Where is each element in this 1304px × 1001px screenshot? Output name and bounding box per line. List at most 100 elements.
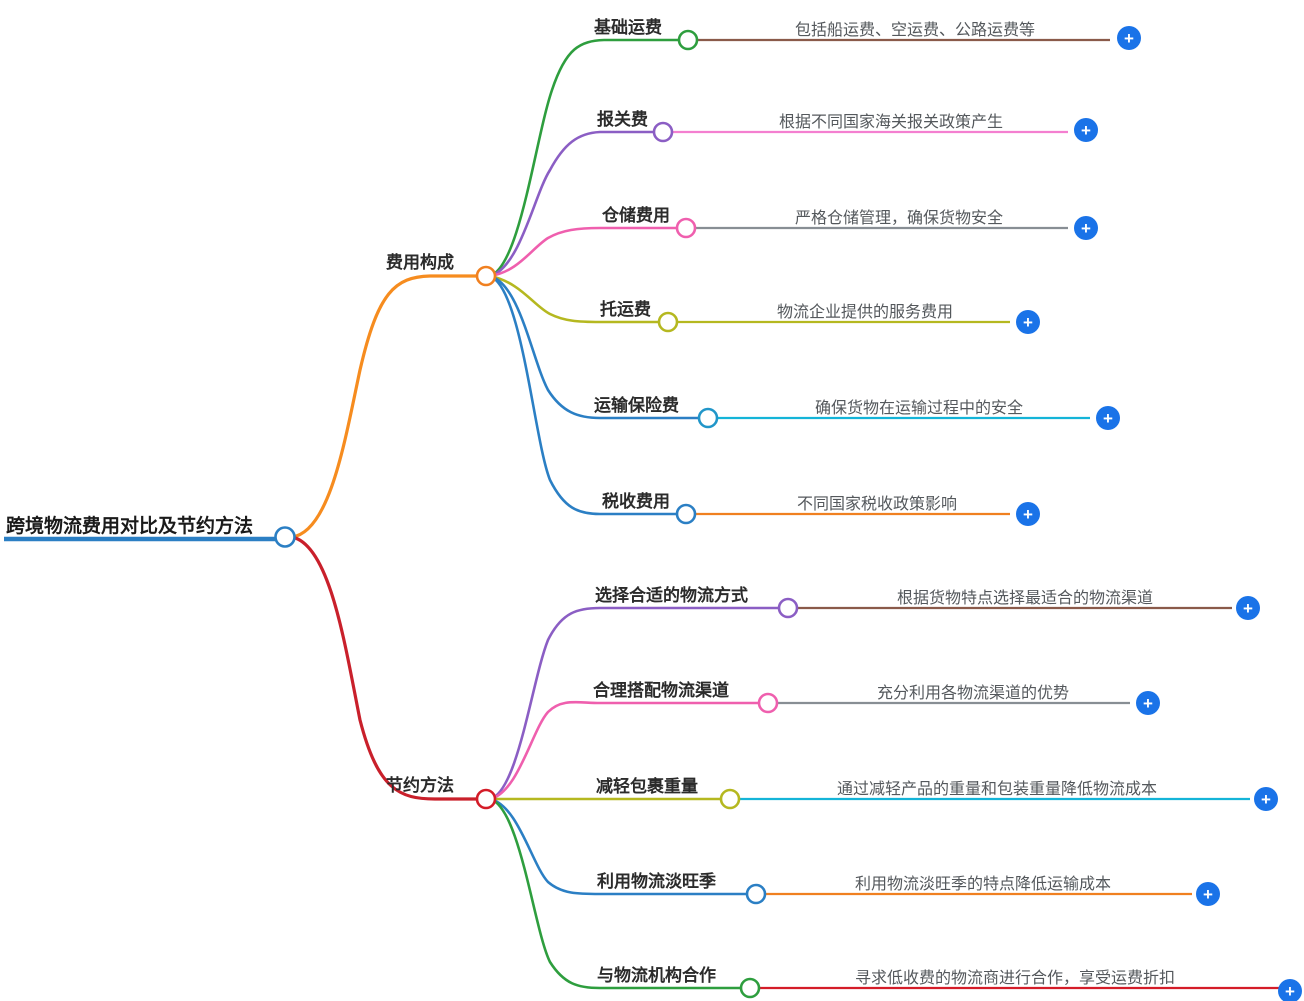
expand-button-circle-1-1[interactable]: [1136, 691, 1160, 715]
plus-icon: +: [1081, 121, 1091, 140]
branch-label-1: 节约方法: [386, 775, 454, 795]
leaf-desc-0-2: 严格仓储管理，确保货物安全: [795, 209, 1003, 227]
leaf-label-0-1: 报关费: [597, 109, 648, 129]
leaf-node-0-1[interactable]: 报关费 根据不同国家海关报关政策产生 +: [597, 109, 1098, 143]
leaf-node-circle-0-5[interactable]: [675, 503, 697, 525]
plus-icon: +: [1023, 313, 1033, 332]
branch-path-0-4: [488, 274, 702, 420]
leaf-label-0-3: 托运费: [600, 299, 651, 319]
trunk-path-1: [290, 535, 492, 801]
expand-button-circle-0-5[interactable]: [1016, 502, 1040, 526]
leaf-desc-0-5: 不同国家税收政策影响: [797, 495, 957, 513]
leaf-node-1-3[interactable]: 利用物流淡旺季 利用物流淡旺季的特点降低运输成本 +: [597, 871, 1220, 906]
root-node[interactable]: 跨境物流费用对比及节约方法: [4, 514, 296, 548]
leaf-node-0-0[interactable]: 基础运费 包括船运费、空运费、公路运费等 +: [593, 17, 1141, 51]
branch-node-1[interactable]: 节约方法: [386, 775, 497, 810]
expand-button-0-2[interactable]: +: [1074, 216, 1098, 240]
leaf-label-1-3: 利用物流淡旺季: [597, 871, 716, 891]
root-label: 跨境物流费用对比及节约方法: [6, 514, 253, 537]
root-node-circle[interactable]: [274, 526, 296, 548]
leaf-node-circle-1-1[interactable]: [757, 692, 779, 714]
leaf-desc-0-3: 物流企业提供的服务费用: [777, 303, 953, 321]
leaf-label-1-4: 与物流机构合作: [597, 965, 716, 985]
leaf-node-0-4[interactable]: 运输保险费 确保货物在运输过程中的安全 +: [594, 395, 1120, 430]
plus-icon: +: [1103, 409, 1113, 428]
expand-button-0-4[interactable]: +: [1096, 406, 1120, 430]
leaf-desc-1-1: 充分利用各物流渠道的优势: [877, 684, 1069, 702]
expand-button-1-4[interactable]: +: [1278, 979, 1302, 1001]
expand-button-1-3[interactable]: +: [1196, 882, 1220, 906]
expand-button-circle-0-2[interactable]: [1074, 216, 1098, 240]
leaf-node-circle-1-0[interactable]: [777, 597, 799, 619]
leaf-node-circle-1-4[interactable]: [739, 977, 761, 999]
leaf-node-circle-0-4[interactable]: [697, 407, 719, 429]
expand-button-circle-0-3[interactable]: [1016, 310, 1040, 334]
plus-icon: +: [1124, 29, 1134, 48]
expand-button-circle-0-4[interactable]: [1096, 406, 1120, 430]
expand-button-circle-1-2[interactable]: [1254, 787, 1278, 811]
plus-icon: +: [1203, 885, 1213, 904]
branch-connectors: [488, 38, 782, 990]
expand-button-0-0[interactable]: +: [1117, 26, 1141, 50]
trunk-path-0: [290, 274, 492, 539]
expand-button-circle-1-3[interactable]: [1196, 882, 1220, 906]
branch-label-0: 费用构成: [386, 252, 454, 272]
branch-path-0-2: [488, 226, 680, 278]
leaf-node-1-1[interactable]: 合理搭配物流渠道 充分利用各物流渠道的优势 +: [593, 680, 1160, 715]
leaf-desc-0-0: 包括船运费、空运费、公路运费等: [795, 21, 1035, 39]
expand-button-circle-0-0[interactable]: [1117, 26, 1141, 50]
branch-path-1-4: [488, 797, 744, 990]
leaf-node-circle-1-3[interactable]: [745, 883, 767, 905]
branch-path-1-1: [488, 700, 762, 801]
branch-node-circle-0[interactable]: [475, 265, 497, 287]
expand-button-1-2[interactable]: +: [1254, 787, 1278, 811]
leaf-desc-1-2: 通过减轻产品的重量和包装重量降低物流成本: [837, 780, 1157, 798]
expand-button-0-5[interactable]: +: [1016, 502, 1040, 526]
leaf-node-1-4[interactable]: 与物流机构合作 寻求低收费的物流商进行合作，享受运费折扣 +: [597, 965, 1302, 1001]
leaf-node-0-2[interactable]: 仓储费用 严格仓储管理，确保货物安全 +: [601, 205, 1098, 240]
leaf-label-1-2: 减轻包裹重量: [596, 776, 698, 796]
leaf-label-1-1: 合理搭配物流渠道: [593, 680, 729, 700]
branch-path-0-1: [488, 130, 657, 278]
leaf-label-1-0: 选择合适的物流方式: [595, 585, 748, 605]
leaf-node-circle-0-0[interactable]: [677, 29, 699, 51]
leaf-label-0-4: 运输保险费: [594, 395, 679, 415]
expand-button-circle-1-4[interactable]: [1278, 979, 1302, 1001]
trunk-connectors: [290, 274, 492, 801]
plus-icon: +: [1243, 599, 1253, 618]
leaf-node-1-2[interactable]: 减轻包裹重量 通过减轻产品的重量和包装重量降低物流成本 +: [596, 776, 1278, 811]
expand-button-circle-0-1[interactable]: [1074, 118, 1098, 142]
branch-path-1-3: [488, 797, 750, 896]
leaf-description-lines: [665, 38, 1282, 990]
expand-button-0-1[interactable]: +: [1074, 118, 1098, 142]
leaf-node-circle-1-2[interactable]: [719, 788, 741, 810]
plus-icon: +: [1081, 219, 1091, 238]
expand-button-0-3[interactable]: +: [1016, 310, 1040, 334]
branch-node-circle-1[interactable]: [475, 788, 497, 810]
leaf-desc-1-3: 利用物流淡旺季的特点降低运输成本: [855, 875, 1111, 893]
leaf-desc-0-4: 确保货物在运输过程中的安全: [815, 399, 1023, 417]
plus-icon: +: [1143, 694, 1153, 713]
branch-path-0-0: [488, 38, 682, 278]
branch-path-0-3: [488, 274, 662, 324]
leaf-desc-0-1: 根据不同国家海关报关政策产生: [779, 113, 1003, 131]
leaf-node-1-0[interactable]: 选择合适的物流方式 根据货物特点选择最适合的物流渠道 +: [595, 585, 1260, 620]
leaf-node-0-3[interactable]: 托运费 物流企业提供的服务费用 +: [600, 299, 1040, 334]
plus-icon: +: [1023, 505, 1033, 524]
branch-path-0-5: [488, 274, 680, 516]
expand-button-1-0[interactable]: +: [1236, 596, 1260, 620]
plus-icon: +: [1285, 982, 1295, 1001]
expand-button-circle-1-0[interactable]: [1236, 596, 1260, 620]
expand-button-1-1[interactable]: +: [1136, 691, 1160, 715]
leaf-node-0-5[interactable]: 税收费用 不同国家税收政策影响 +: [602, 491, 1040, 526]
leaf-label-0-2: 仓储费用: [601, 205, 670, 225]
leaf-node-circle-0-1[interactable]: [652, 121, 674, 143]
leaf-node-circle-0-3[interactable]: [657, 311, 679, 333]
leaf-desc-1-4: 寻求低收费的物流商进行合作，享受运费折扣: [855, 969, 1175, 987]
branch-node-0[interactable]: 费用构成: [386, 252, 497, 287]
leaf-node-circle-0-2[interactable]: [675, 217, 697, 239]
plus-icon: +: [1261, 790, 1271, 809]
branch-path-1-0: [488, 606, 782, 801]
leaf-label-0-5: 税收费用: [602, 491, 670, 511]
